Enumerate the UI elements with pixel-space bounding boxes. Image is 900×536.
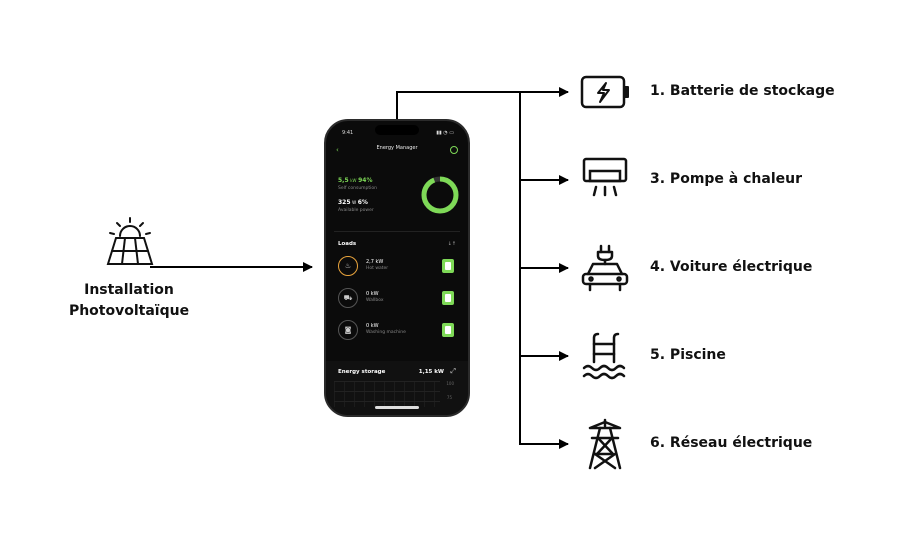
app-title: Energy Manager bbox=[376, 145, 418, 151]
solar-panel-icon bbox=[106, 217, 154, 265]
solar-label-line1: Installation bbox=[84, 282, 174, 298]
washing-machine-icon: ◙ bbox=[338, 320, 358, 340]
loads-title: Loads bbox=[338, 241, 357, 247]
self-consumption-kpi: 5,5 kW 94% Self consumption bbox=[338, 177, 377, 191]
output-label-battery: 1. Batterie de stockage bbox=[650, 83, 835, 99]
consumption-ring bbox=[421, 176, 459, 214]
back-icon[interactable]: ‹ bbox=[336, 146, 339, 154]
signal-icon: ▮▮ ◔ ▭ bbox=[436, 130, 454, 136]
load-row[interactable]: ⛟ 0 kW Wallbox bbox=[336, 287, 458, 311]
load-power: 0 kW bbox=[366, 291, 379, 297]
water-heater-icon: ♨ bbox=[338, 256, 358, 276]
self-consumption-value: 5,5 bbox=[338, 177, 349, 184]
load-toggle[interactable] bbox=[442, 291, 454, 305]
car-icon: ⛟ bbox=[338, 288, 358, 308]
load-power: 2,7 kW bbox=[366, 259, 384, 265]
load-row[interactable]: ♨ 2,7 kW Hot water bbox=[336, 255, 458, 279]
electric-car-icon bbox=[581, 244, 629, 292]
available-power-kpi: 325 W 6% Available power bbox=[338, 199, 374, 213]
output-label-pool: 5. Piscine bbox=[650, 347, 726, 363]
home-indicator[interactable] bbox=[375, 406, 419, 409]
power-pylon-icon bbox=[588, 418, 622, 470]
expand-icon[interactable]: ⤢ bbox=[450, 367, 456, 375]
self-consumption-label: Self consumption bbox=[338, 186, 378, 191]
load-toggle[interactable] bbox=[442, 259, 454, 273]
app-bar: ‹ Energy Manager bbox=[334, 145, 460, 157]
available-label: Available power bbox=[338, 208, 374, 213]
output-label-grid: 6. Réseau électrique bbox=[650, 435, 813, 451]
phone-to-bus-line bbox=[396, 91, 520, 119]
output-label-heat-pump: 3. Pompe à chaleur bbox=[650, 171, 802, 187]
status-bar: 9:41 ▮▮ ◔ ▭ bbox=[342, 130, 454, 136]
load-name: Washing machine bbox=[366, 330, 406, 335]
solar-label-line2: Photovoltaïque bbox=[68, 303, 190, 319]
settings-icon[interactable] bbox=[450, 146, 458, 154]
storage-chart-grid bbox=[334, 381, 440, 407]
phone-mockup: 9:41 ▮▮ ◔ ▭ ‹ Energy Manager 5,5 kW 94% … bbox=[324, 119, 470, 417]
storage-axis-top: 100 bbox=[446, 381, 454, 386]
consumption-ring-fill bbox=[421, 176, 459, 214]
available-percent: 6% bbox=[357, 199, 368, 206]
solar-installation-label: Installation Photovoltaïque bbox=[62, 280, 196, 322]
status-time: 9:41 bbox=[342, 130, 354, 136]
heat-pump-icon bbox=[582, 157, 628, 197]
load-power: 0 kW bbox=[366, 323, 379, 329]
load-name: Wallbox bbox=[366, 298, 384, 303]
storage-title: Energy storage bbox=[338, 369, 386, 375]
divider bbox=[334, 231, 460, 232]
pool-ladder-icon bbox=[582, 332, 626, 380]
available-value: 325 bbox=[338, 199, 351, 206]
phone-notch bbox=[375, 125, 419, 135]
load-name: Hot water bbox=[366, 266, 389, 271]
self-consumption-unit: kW bbox=[350, 178, 357, 183]
load-toggle[interactable] bbox=[442, 323, 454, 337]
storage-value: 1,15 kW bbox=[418, 369, 444, 375]
storage-axis-mid: 75 bbox=[446, 395, 452, 400]
load-row[interactable]: ◙ 0 kW Washing machine bbox=[336, 319, 458, 343]
battery-icon bbox=[580, 75, 629, 109]
sort-icon[interactable]: ↓↑ bbox=[447, 241, 456, 247]
self-consumption-percent: 94% bbox=[358, 177, 373, 184]
output-label-electric-car: 4. Voiture électrique bbox=[650, 259, 813, 275]
available-unit: W bbox=[352, 200, 357, 205]
